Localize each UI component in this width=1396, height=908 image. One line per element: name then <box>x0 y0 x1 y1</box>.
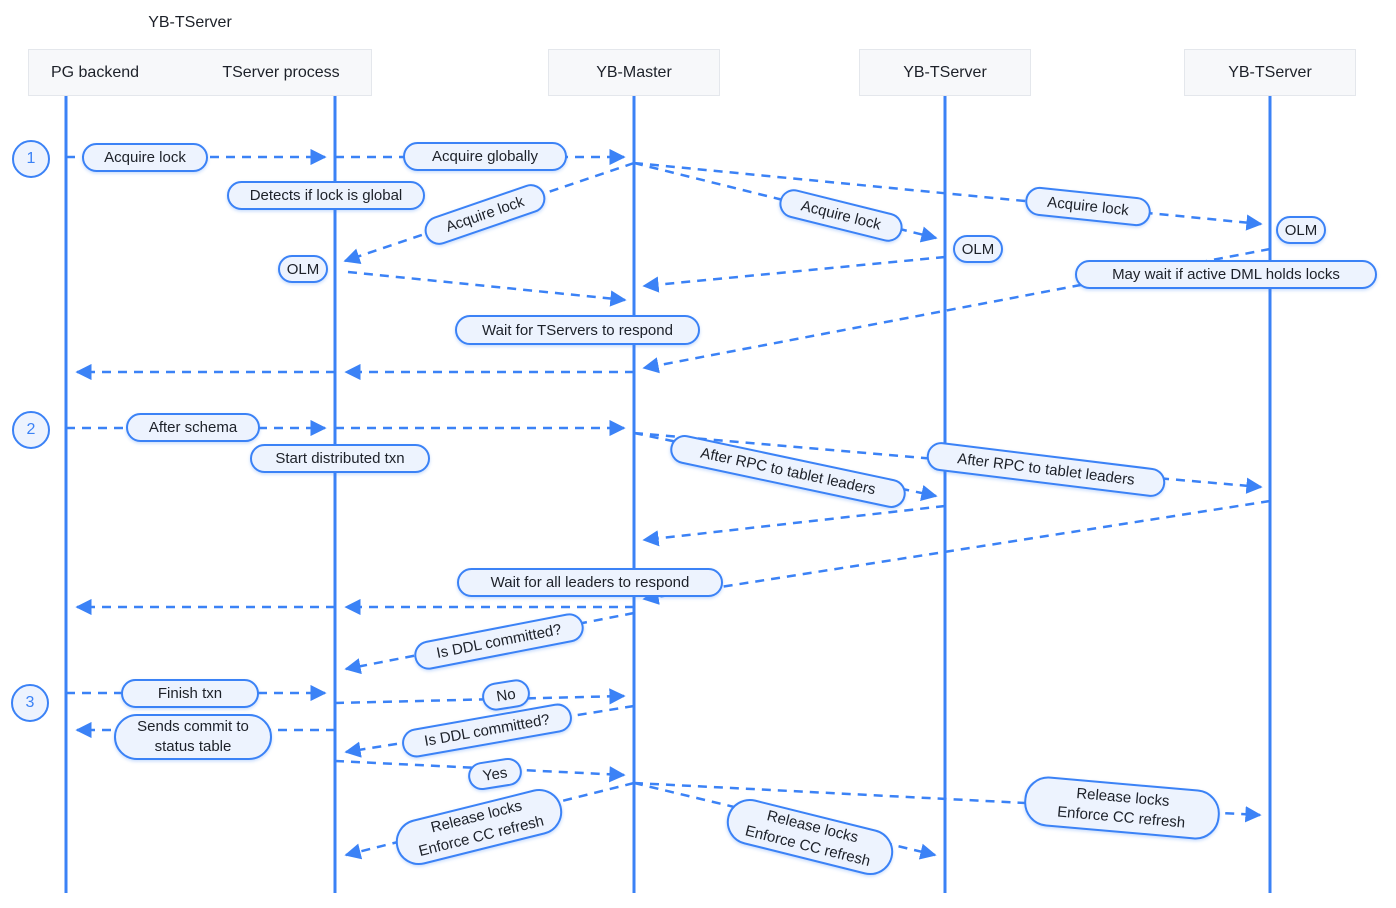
label-finish-txn: Finish txn <box>121 679 259 708</box>
arrow-tserver3-leader-reply <box>642 499 1271 605</box>
note-detects-if-lock-is-global: Detects if lock is global <box>227 181 425 210</box>
note-olm-local: OLM <box>278 255 328 283</box>
actor-pg-backend: PG backend <box>50 63 140 81</box>
arrow-tserver2-olm-reply <box>642 255 946 293</box>
actor-tserver-process: TServer process <box>222 63 340 81</box>
arrow-reply-no <box>334 688 626 705</box>
arrow-tserver2-leader-reply <box>642 504 946 547</box>
label-acquire-lock: Acquire lock <box>82 143 208 172</box>
label-sends-commit-line2: status table <box>154 738 232 755</box>
note-wait-for-all-leaders: Wait for all leaders to respond <box>457 568 723 597</box>
arrow-tserver3-olm-reply <box>642 247 1271 374</box>
actor-yb-master: YB-Master <box>548 49 720 96</box>
actor-yb-tserver-2: YB-TServer <box>859 49 1031 96</box>
arrow-master-to-tserver3-olm <box>633 161 1263 231</box>
note-wait-for-tservers: Wait for TServers to respond <box>455 315 700 345</box>
note-start-distributed-txn: Start distributed txn <box>250 444 430 473</box>
arrow-rpc-to-tserver3 <box>633 431 1263 494</box>
step-badge-2: 2 <box>12 411 50 449</box>
step-badge-3: 3 <box>11 684 49 722</box>
actor-yb-tserver-3: YB-TServer <box>1184 49 1356 96</box>
arrow-release-to-tserver3 <box>633 781 1262 823</box>
label-sends-commit-status-table: Sends commit to status table <box>114 714 272 760</box>
header-box-yb-tserver-group: PG backend TServer process <box>28 49 372 96</box>
label-sends-commit-line1: Sends commit to <box>137 718 249 735</box>
label-after-schema: After schema <box>126 413 260 442</box>
label-acquire-globally: Acquire globally <box>403 142 567 171</box>
group-label-yb-tserver: YB-TServer <box>148 14 232 31</box>
note-olm-tserver2: OLM <box>953 235 1003 263</box>
arrow-local-olm-reply <box>347 270 627 307</box>
step-badge-1: 1 <box>12 140 50 178</box>
note-olm-tserver3: OLM <box>1276 216 1326 244</box>
note-may-wait-active-dml: May wait if active DML holds locks <box>1075 260 1377 289</box>
